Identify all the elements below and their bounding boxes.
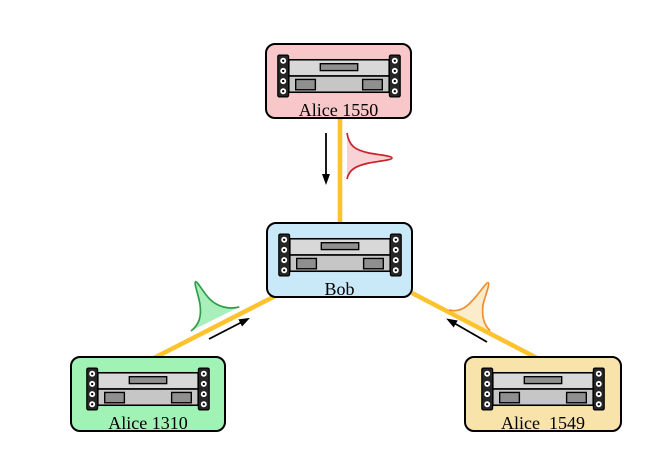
arrow-up-left-icon: [446, 318, 488, 343]
pulse-alice-1549-icon: [448, 281, 491, 332]
arrow-up-right-icon: [208, 317, 251, 340]
pulse-alice-1310-icon: [190, 280, 240, 332]
fiber-alice-1310-to-bob: [150, 291, 281, 362]
node-alice-1550: Alice 1550: [265, 43, 412, 120]
node-label-alice-1550: Alice 1550: [298, 100, 379, 120]
node-bob: Bob: [266, 222, 413, 299]
node-label-alice-1549: Alice 1549: [501, 413, 585, 433]
node-alice-1310: Alice 1310: [70, 356, 226, 433]
pulse-alice-1550-icon: [346, 132, 393, 180]
server-rack-icon: [276, 54, 401, 98]
node-label-bob: Bob: [324, 279, 355, 299]
node-label-alice-1310: Alice 1310: [108, 413, 188, 433]
server-rack-icon: [86, 367, 210, 411]
server-rack-icon: [481, 367, 605, 411]
fiber-alice-1549-to-bob: [410, 290, 539, 361]
node-alice-1549: Alice 1549: [464, 356, 622, 433]
server-rack-icon: [277, 233, 402, 277]
